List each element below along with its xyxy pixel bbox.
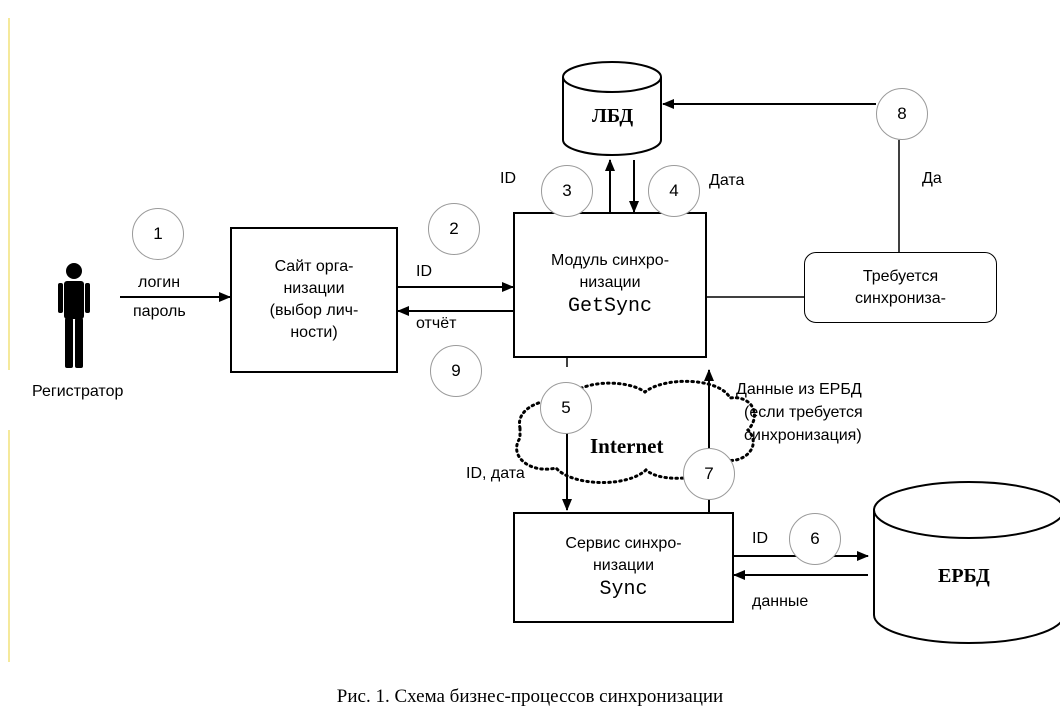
- actor-label: Регистратор: [32, 383, 124, 400]
- id-lbd-label: ID: [500, 170, 516, 187]
- service-box-code: Sync: [599, 577, 648, 601]
- person-icon: [58, 263, 90, 368]
- module-box: Модуль синхро- низации GetSync: [513, 212, 707, 358]
- step-2-badge: 2: [428, 203, 480, 255]
- lbd-cylinder: [562, 61, 662, 156]
- module-box-line: низации: [579, 274, 641, 291]
- id-date-label: ID, дата: [466, 465, 525, 482]
- decision-box: Требуется синхрониза-: [804, 252, 997, 323]
- data-service-label: данные: [752, 593, 809, 610]
- step-1-badge: 1: [132, 208, 184, 260]
- password-label: пароль: [133, 303, 186, 320]
- id-module-label: ID: [416, 263, 432, 280]
- erbd-label: ЕРБД: [938, 565, 990, 587]
- module-box-line: Модуль синхро-: [550, 252, 670, 269]
- data-erbd-label-2: (если требуется: [744, 404, 863, 421]
- service-box-line: низации: [592, 556, 655, 574]
- decision-box-line: синхрониза-: [855, 289, 946, 307]
- report-label: отчёт: [416, 315, 457, 332]
- yes-label: Да: [922, 170, 942, 187]
- step-8-badge: 8: [876, 88, 928, 140]
- site-box-line: ности): [290, 324, 338, 341]
- module-box-code: GetSync: [567, 295, 652, 318]
- erbd-cylinder: [873, 481, 1060, 644]
- site-box-line: низации: [283, 280, 345, 297]
- lbd-label: ЛБД: [592, 105, 634, 127]
- site-box-line: Сайт орга-: [274, 258, 354, 275]
- step-6-badge: 6: [789, 513, 841, 565]
- step-5-badge: 5: [540, 382, 592, 434]
- login-label: логин: [138, 274, 181, 291]
- service-box-line: Сервис синхро-: [565, 534, 682, 552]
- step-3-badge: 3: [541, 165, 593, 217]
- step-7-badge: 7: [683, 448, 735, 500]
- date-lbd-label: Дата: [709, 172, 745, 189]
- decision-box-line: Требуется: [862, 267, 939, 285]
- id-erbd-label: ID: [752, 530, 768, 547]
- step-4-badge: 4: [648, 165, 700, 217]
- internet-label: Internet: [590, 434, 664, 458]
- site-box-line: (выбор лич-: [269, 302, 359, 319]
- figure-caption: Рис. 1. Схема бизнес-процессов синхрониз…: [336, 686, 724, 707]
- step-9-badge: 9: [430, 345, 482, 397]
- data-erbd-label-1: Данные из ЕРБД: [736, 381, 862, 398]
- service-box: Сервис синхро- низации Sync: [513, 512, 734, 623]
- site-box: Сайт орга- низации (выбор лич- ности): [230, 227, 398, 373]
- data-erbd-label-3: синхронизация): [744, 427, 862, 444]
